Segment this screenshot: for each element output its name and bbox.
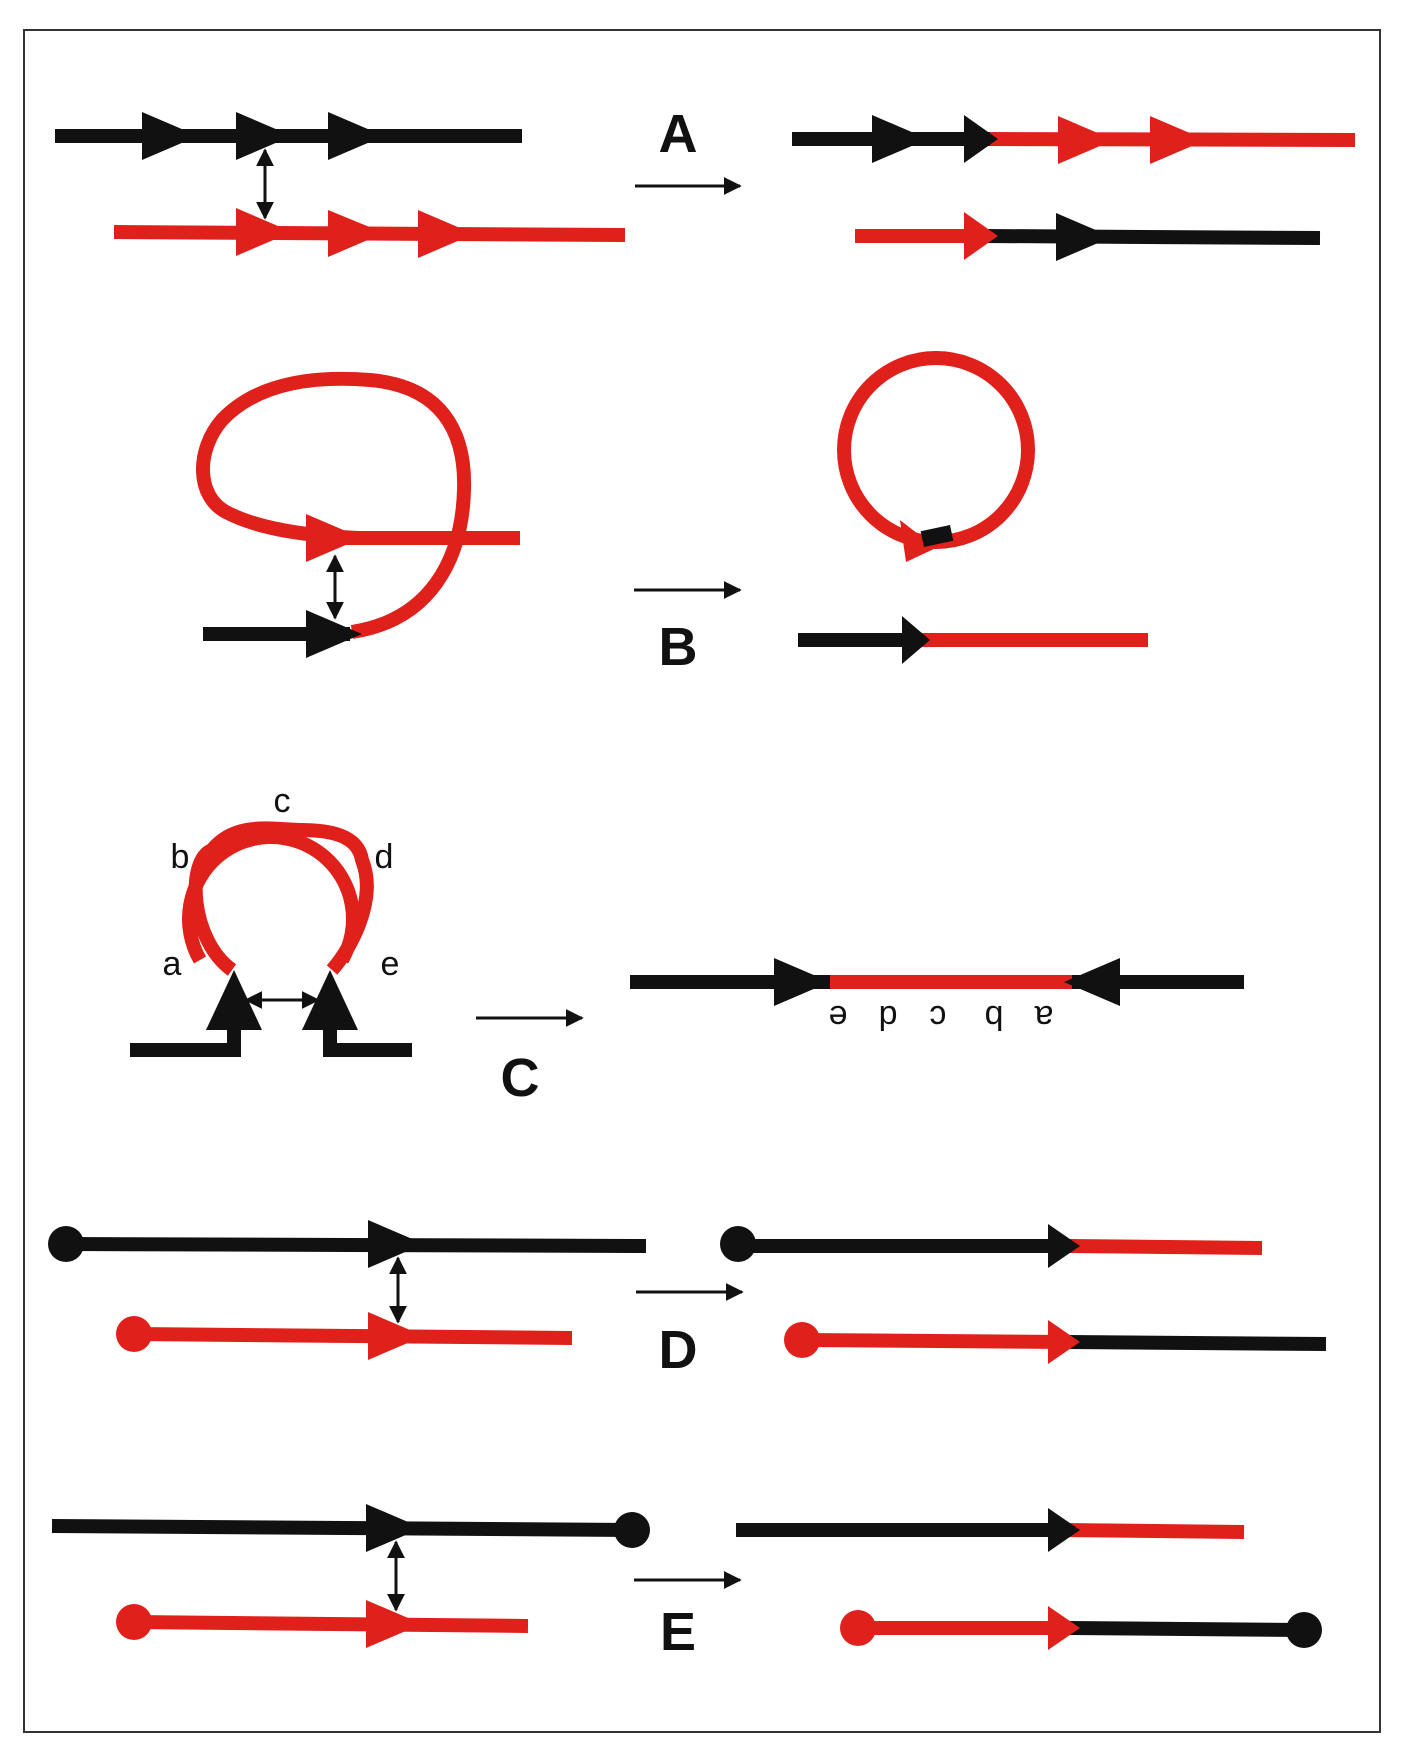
panel-c-label: C [501, 1048, 540, 1108]
c-left-arrow [206, 970, 262, 1030]
e-product2-arrow [1048, 1606, 1080, 1650]
a-product1-arrow-1 [872, 115, 928, 163]
a-product1-arrow-3 [1058, 116, 1114, 164]
a-red-arrow-2 [328, 210, 384, 257]
c-right-arrow [302, 970, 358, 1030]
a-red-arrow-1 [236, 208, 292, 256]
a-black-arrow-3 [328, 112, 384, 160]
e-red-strand [133, 1615, 529, 1633]
e-product1-red [1061, 1523, 1245, 1539]
d-red-strand [133, 1327, 573, 1345]
a-product2-black [984, 229, 1321, 245]
panel-c: a b c d e C a b c d e [130, 782, 1244, 1108]
b-product-arrow [902, 616, 930, 664]
a-red-arrow-3 [418, 210, 474, 258]
c-inv-label-a: a [1034, 998, 1053, 1036]
c-label-b: b [171, 838, 190, 876]
c-label-e: e [381, 945, 400, 983]
d-black-arrow [368, 1220, 424, 1268]
c-label-c: c [274, 782, 291, 820]
c-inv-label-b: b [985, 998, 1004, 1036]
b-circle-junction [920, 525, 954, 547]
a-product1-arrow-4 [1150, 116, 1206, 164]
b-black-arrow [306, 610, 362, 658]
a-product2-arrow-1 [964, 212, 998, 260]
b-circle-arrow [900, 520, 936, 562]
d-red-arrow [368, 1312, 424, 1360]
b-red-arrow [306, 514, 362, 562]
a-black-arrow-2 [236, 112, 292, 160]
a-black-arrow-1 [142, 112, 198, 160]
e-product2-black [1069, 1621, 1305, 1637]
c-red-loop-arc [182, 829, 360, 964]
c-label-d: d [375, 838, 394, 876]
d-product2-black [1067, 1335, 1327, 1351]
panel-a: A [55, 104, 1356, 261]
e-black-arrow [366, 1504, 422, 1552]
panel-a-label: A [659, 104, 698, 164]
e-product2-black-centromere [1286, 1612, 1322, 1648]
c-inverted-labels: a b c d e [829, 998, 1054, 1036]
c-inv-label-e: e [829, 998, 848, 1036]
panel-e-label: E [660, 1602, 696, 1662]
c-inv-label-d: d [879, 998, 898, 1036]
a-product1-arrow-2 [964, 115, 998, 163]
d-product2-arrow [1048, 1320, 1080, 1364]
d-product2-red [801, 1333, 1069, 1349]
e-black-strand [51, 1519, 633, 1537]
c-product-arrow-right [774, 958, 830, 1006]
c-label-a: a [163, 945, 182, 983]
d-black-strand [65, 1237, 647, 1253]
a-product2-arrow-2 [1056, 213, 1112, 261]
b-product-circle [837, 351, 1035, 549]
e-product1-arrow [1048, 1508, 1080, 1552]
panel-b: B [196, 351, 1148, 677]
c-inv-label-c: c [930, 998, 947, 1036]
c-product-arrow-left [1064, 958, 1120, 1006]
panel-e: E [51, 1504, 1322, 1662]
d-product1-red [1069, 1239, 1263, 1255]
panel-d: D [48, 1220, 1327, 1380]
figure-border [23, 29, 1381, 1733]
d-product1-arrow [1048, 1224, 1080, 1268]
e-red-arrow [366, 1600, 422, 1648]
panel-d-label: D [659, 1320, 698, 1380]
panel-b-label: B [659, 617, 698, 677]
e-black-centromere [614, 1512, 650, 1548]
